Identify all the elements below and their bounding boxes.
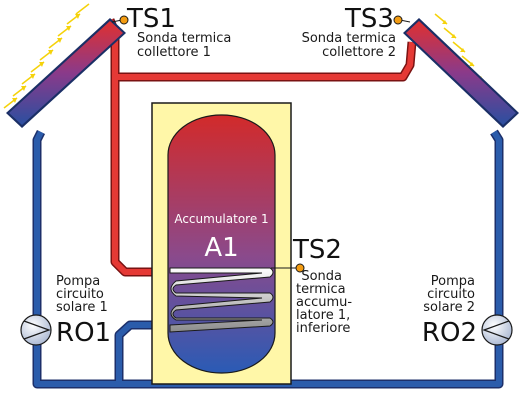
sensor-ts2-desc-line3: accumu- <box>296 295 353 310</box>
sun-rays-left <box>3 3 90 109</box>
sensor-ts3-code: TS3 <box>345 4 394 34</box>
sensor-ts2-code: TS2 <box>293 235 342 265</box>
pump-ro1-code: RO1 <box>56 318 112 348</box>
sensor-ts3-desc-line2: collettore 2 <box>322 45 396 60</box>
pump-ro2-code: RO2 <box>421 318 477 348</box>
sensor-ts1-desc-line2: collettore 1 <box>137 45 211 60</box>
collector-left <box>6 18 126 128</box>
pump-ro2-desc-line1: Pompa <box>430 274 475 289</box>
sensor-ts2-desc-line1: Sonda <box>301 269 342 284</box>
pump-ro1-desc-line3: solare 1 <box>56 300 108 315</box>
pump-ro1 <box>20 314 52 346</box>
pump-ro2-desc-line2: circuito <box>427 287 475 302</box>
pump-ro2-desc-line3: solare 2 <box>423 300 475 315</box>
sensor-ts1-code: TS1 <box>127 4 176 34</box>
sensor-ts3-desc-line1: Sonda termica <box>301 31 396 46</box>
collector-right <box>403 18 519 128</box>
sensor-dot-ts1 <box>111 15 129 25</box>
tank-code: A1 <box>204 233 239 263</box>
heat-exchanger-coil <box>169 267 274 333</box>
sensor-ts2-desc-line4: latore 1, <box>296 308 351 323</box>
sensor-ts2-desc-line5: inferiore <box>296 321 351 336</box>
sensor-dot-ts3 <box>393 15 411 25</box>
sensor-ts1-desc-line1: Sonda termica <box>137 31 232 46</box>
sensor-dot-ts2 <box>271 263 305 273</box>
pump-ro1-desc-line2: circuito <box>56 287 104 302</box>
pump-ro1-desc-line1: Pompa <box>56 274 101 289</box>
tank-label: Accumulatore 1 <box>174 212 269 226</box>
sensor-ts2-desc-line2: termica <box>296 282 346 297</box>
pump-ro2 <box>481 314 513 346</box>
